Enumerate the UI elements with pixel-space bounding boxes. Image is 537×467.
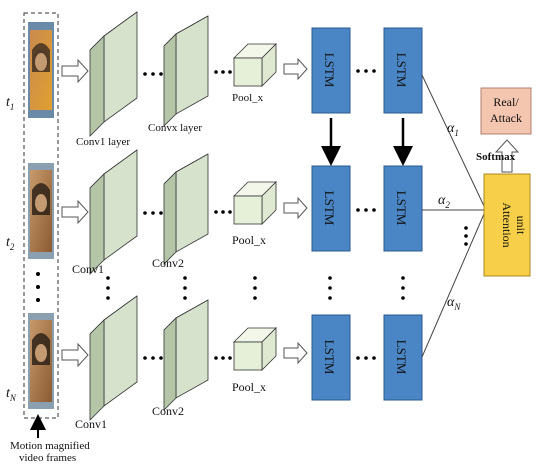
time-label-1: t1 [6, 95, 14, 112]
alpha-n-label: αN [447, 295, 461, 312]
pool-to-lstm-arrow-2 [283, 196, 308, 220]
input-arrow-2 [61, 199, 89, 225]
label-pool-3: Pool_x [232, 380, 266, 394]
frames-ellipsis [36, 272, 40, 302]
svg-text:unit: unit [514, 216, 528, 235]
pool-block-1 [233, 43, 277, 87]
output-label-attack: Attack [490, 111, 522, 125]
video-frame-1 [28, 22, 54, 118]
svg-text:LSTM: LSTM [394, 191, 409, 226]
pool-block-3 [233, 327, 277, 371]
row1-dots-b [214, 70, 232, 74]
label-conv1-layer: Conv1 layer [76, 136, 130, 148]
conv2-block-2 [163, 153, 209, 265]
svg-text:Attention: Attention [500, 202, 514, 247]
alpha-line-1 [421, 74, 485, 207]
convx-layer-block-1 [163, 15, 209, 127]
label-convx-layer: Convx layer [148, 122, 202, 134]
input-arrow-1 [61, 58, 89, 84]
pool-to-lstm-arrow-1 [283, 57, 308, 81]
alpha-line-n [421, 213, 485, 358]
row3-dots-b [214, 356, 232, 360]
label-conv1-row3: Conv1 [75, 417, 107, 431]
rows-ellipsis [106, 276, 405, 300]
conv1-block-3 [89, 295, 138, 421]
lstm-dots [356, 69, 376, 360]
lstm-block-r3c2: LSTM [383, 314, 423, 401]
svg-text:LSTM: LSTM [322, 340, 337, 375]
cnn-row-1 [61, 11, 308, 137]
alpha-1-label: α1 [447, 121, 459, 138]
conv2-block-3 [163, 299, 209, 411]
conv1-block-2 [89, 149, 138, 275]
lstm-block-r1c2: LSTM [383, 27, 423, 114]
softmax-label: Softmax [476, 151, 516, 163]
label-conv2-row3: Conv2 [152, 404, 184, 418]
output-box: Real/ Attack [480, 87, 532, 135]
attention-unit: Attention unit [483, 173, 531, 277]
label-conv2-row2: Conv2 [152, 256, 184, 270]
pool-to-lstm-arrow-3 [283, 341, 308, 365]
lstm-block-r1c1: LSTM [311, 27, 351, 114]
row1-dots-a [143, 72, 163, 76]
row3-dots-a [143, 356, 163, 360]
lstm-block-r3c1: LSTM [311, 314, 351, 401]
input-arrow-3 [61, 342, 89, 368]
svg-text:LSTM: LSTM [322, 191, 337, 226]
caption-line-1: Motion magnified [10, 440, 90, 452]
svg-text:LSTM: LSTM [394, 340, 409, 375]
cnn-row-3 [61, 295, 308, 421]
svg-text:LSTM: LSTM [322, 53, 337, 88]
cnn-row-2 [61, 149, 308, 275]
row2-dots-b [214, 210, 232, 214]
alpha-2-label: α2 [438, 193, 450, 210]
video-frame-2 [28, 163, 54, 259]
label-conv1-row2: Conv1 [72, 262, 104, 276]
lstm-block-r2c1: LSTM [311, 165, 351, 252]
attention-to-output-arrow [494, 139, 520, 173]
output-label-real: Real/ [493, 95, 519, 109]
label-pool-1: Pool_x [232, 92, 264, 104]
time-label-n: tN [6, 386, 17, 403]
time-label-2: t2 [6, 235, 15, 252]
caption-line-2: video frames [19, 452, 76, 464]
alpha-ellipsis [464, 226, 468, 246]
pool-block-2 [233, 181, 277, 225]
svg-text:LSTM: LSTM [394, 53, 409, 88]
label-pool-2: Pool_x [232, 233, 266, 247]
video-frame-n [28, 313, 54, 409]
conv1-layer-block-1 [89, 11, 138, 137]
lstm-block-r2c2: LSTM [383, 165, 423, 252]
row2-dots-a [143, 211, 163, 215]
